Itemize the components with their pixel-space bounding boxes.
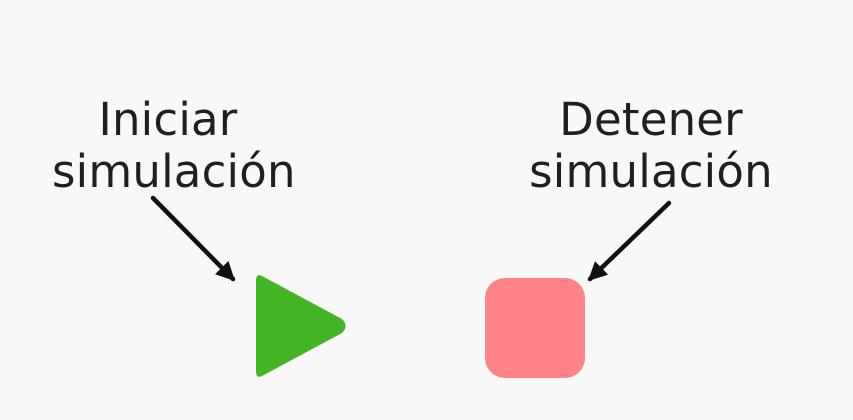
start-pointer-arrow (150, 195, 236, 282)
stop-simulation-label: Detener simulación (528, 94, 774, 198)
start-label-line2: simulación (52, 145, 296, 198)
stop-button[interactable] (485, 278, 585, 378)
stop-label-line1: Detener (559, 93, 743, 146)
play-icon (256, 275, 346, 377)
start-label-line1: Iniciar (98, 93, 238, 146)
start-simulation-label: Iniciar simulación (52, 93, 296, 198)
stop-icon (485, 278, 585, 378)
stop-pointer-arrow (587, 200, 672, 282)
stop-label-line2: simulación (529, 145, 773, 198)
play-button[interactable] (256, 275, 346, 377)
